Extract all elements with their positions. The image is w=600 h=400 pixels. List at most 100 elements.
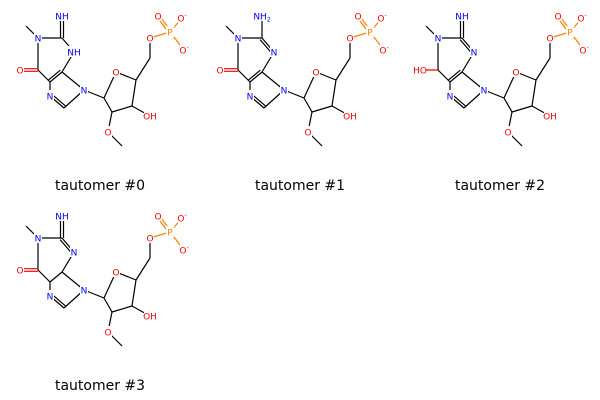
bond-c5-c6 — [237, 69, 251, 83]
atom-label: O — [354, 13, 361, 23]
atom-label: NH — [55, 13, 69, 23]
atom-label: O — [554, 13, 561, 23]
atom-label: O — [504, 129, 511, 139]
atom-label: O — [216, 67, 223, 77]
atom-label-background — [166, 226, 174, 237]
atom-label-background — [216, 64, 224, 75]
atom-label: O — [312, 69, 319, 79]
atom-label-background — [180, 244, 188, 255]
bond-c4-c5 — [49, 271, 63, 283]
atom-label-background — [178, 12, 186, 23]
atom-label-background — [16, 64, 24, 75]
atom-label-background — [80, 84, 88, 95]
atom-label-background — [178, 212, 186, 223]
atom-label: NH — [67, 49, 81, 59]
atom-label: NH — [55, 213, 69, 223]
atom-label-background — [34, 232, 42, 243]
bond-c4-c5prime — [135, 257, 151, 281]
atom-label-background — [146, 32, 154, 43]
atom-label: O — [104, 329, 111, 339]
atom-label-background — [56, 210, 68, 221]
tautomer-caption-0: tautomer #0 — [54, 178, 146, 194]
tautomer-caption-1: tautomer #1 — [254, 178, 346, 194]
bond-c4-c5 — [49, 71, 63, 83]
atom-label-background — [546, 32, 554, 43]
atom-label: O — [154, 13, 161, 23]
atom-label-background — [180, 44, 188, 55]
bond-c3-c2 — [311, 105, 333, 113]
atom-label: O — [346, 35, 353, 45]
atom-label-background — [566, 26, 574, 37]
atom-label: O — [146, 235, 153, 245]
bond-c4-c3 — [531, 79, 537, 107]
atom-label: O — [546, 35, 553, 45]
bond-c3-c2 — [511, 105, 533, 113]
atom-label-background — [112, 266, 120, 277]
atom-label: N — [471, 49, 478, 59]
bond-c4-c5-double — [48, 69, 61, 81]
atom-label: OH — [143, 313, 157, 323]
atom-label-background — [34, 32, 42, 43]
bond-c4-c3 — [331, 79, 337, 107]
atom-label: N — [35, 235, 42, 245]
atom-label: OH — [543, 113, 557, 123]
atom-label: O — [104, 129, 111, 139]
atom-label: O- — [579, 45, 588, 57]
atom-label: N — [35, 35, 42, 45]
atom-label-background — [246, 90, 254, 101]
atom-label: O — [16, 267, 23, 277]
bond-c2-c1 — [103, 297, 113, 313]
atom-label-background — [470, 46, 478, 57]
atom-label: O- — [177, 13, 186, 25]
atom-label: N — [447, 93, 454, 103]
atom-label-background — [554, 10, 562, 21]
atom-label: P — [367, 29, 373, 39]
bond-c4-c3 — [131, 279, 137, 307]
atom-label-background — [154, 210, 162, 221]
bond-c4-c5-double — [448, 69, 461, 81]
atom-label: N — [281, 87, 288, 97]
bond-c4-c5prime — [535, 57, 551, 81]
atom-label: HO — [413, 67, 427, 77]
atom-label-background — [144, 110, 156, 121]
atom-label: N — [71, 249, 78, 259]
bond-c2-c1 — [303, 97, 313, 113]
atom-label: P — [167, 29, 173, 39]
bond-c4-c3 — [131, 79, 137, 107]
atom-label: N — [47, 293, 54, 303]
atom-label-background — [144, 310, 156, 321]
atom-label: NH2 — [253, 13, 271, 24]
bond-c2-c1 — [103, 97, 113, 113]
atom-label-background — [354, 10, 362, 21]
atom-label-background — [446, 90, 454, 101]
atom-label: N — [247, 93, 254, 103]
bond-c3-c2 — [111, 305, 133, 313]
bond-c2-c1 — [503, 97, 513, 113]
bond-c4-c5prime — [335, 57, 351, 81]
atom-label-background — [544, 110, 556, 121]
atom-label-background — [112, 66, 120, 77]
atom-label: O — [512, 69, 519, 79]
atom-label: O- — [177, 213, 186, 225]
atom-label-background — [378, 12, 386, 23]
atom-label: O- — [179, 45, 188, 57]
atom-label: NH — [455, 13, 469, 23]
atom-label-background — [578, 12, 586, 23]
atom-label-background — [80, 284, 88, 295]
atom-label-background — [304, 126, 312, 137]
atom-label-background — [344, 110, 356, 121]
atom-label: N — [81, 287, 88, 297]
bond-c4-c5prime — [135, 57, 151, 81]
atom-label-background — [104, 126, 112, 137]
atom-label-background — [166, 26, 174, 37]
atom-label-background — [312, 66, 320, 77]
bond-c4-c5 — [249, 71, 263, 83]
